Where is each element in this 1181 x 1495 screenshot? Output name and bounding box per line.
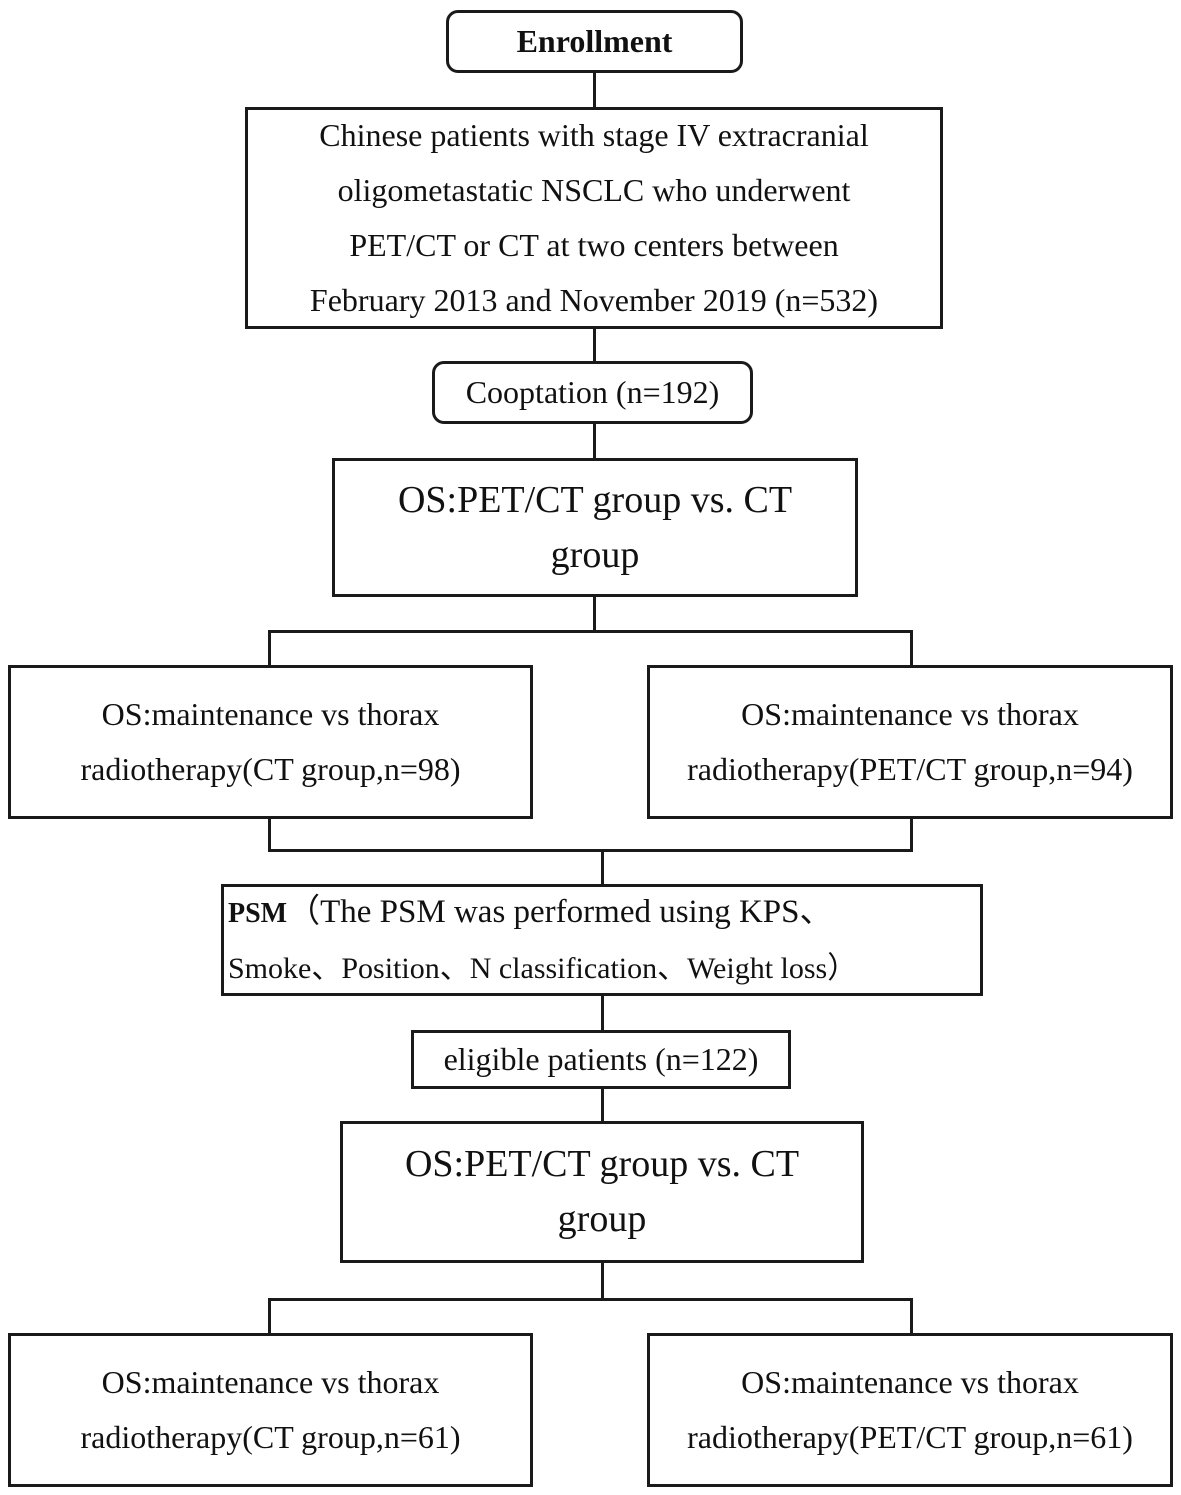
- eligible-box: eligible patients (n=122): [411, 1030, 791, 1089]
- petct-group-line: radiotherapy(PET/CT group,n=94): [687, 751, 1133, 787]
- population-line: February 2013 and November 2019 (n=532): [309, 282, 879, 318]
- connector: [268, 630, 271, 667]
- connector: [593, 423, 596, 459]
- comparison-line: OS:PET/CT group vs. CT: [397, 478, 793, 521]
- ct-group-box-1: OS:maintenance vs thorax radiotherapy(CT…: [8, 665, 533, 819]
- connector: [268, 849, 913, 852]
- psm-label: PSM: [228, 897, 288, 929]
- connector: [268, 1298, 271, 1335]
- connector: [601, 995, 604, 1031]
- ct-group-box-2: OS:maintenance vs thorax radiotherapy(CT…: [8, 1333, 533, 1487]
- psm-line-1: （The PSM was performed using KPS、: [287, 893, 833, 930]
- population-line: Chinese patients with stage IV extracran…: [319, 117, 869, 153]
- connector: [268, 1298, 913, 1301]
- connector: [593, 596, 596, 632]
- petct-group-line: OS:maintenance vs thorax: [741, 696, 1079, 732]
- connector: [601, 1262, 604, 1300]
- connector: [910, 630, 913, 667]
- comparison-box-2: OS:PET/CT group vs. CT group: [340, 1121, 864, 1263]
- cooptation-box: Cooptation (n=192): [432, 361, 753, 424]
- connector: [601, 1088, 604, 1122]
- population-line: PET/CT or CT at two centers between: [349, 227, 839, 263]
- comparison-line: OS:PET/CT group vs. CT: [404, 1143, 800, 1185]
- ct-group-line: radiotherapy(CT group,n=61): [80, 1419, 461, 1455]
- connector: [601, 849, 604, 886]
- petct-group-line: radiotherapy(PET/CT group,n=61): [687, 1419, 1133, 1455]
- ct-group-line: radiotherapy(CT group,n=98): [80, 751, 461, 787]
- connector: [593, 72, 596, 108]
- psm-line: PSM（The PSM was performed using KPS、: [228, 885, 833, 941]
- cooptation-label: Cooptation (n=192): [465, 374, 720, 410]
- connector: [268, 630, 913, 633]
- eligible-label: eligible patients (n=122): [443, 1041, 759, 1077]
- petct-group-box-1: OS:maintenance vs thorax radiotherapy(PE…: [647, 665, 1173, 819]
- petct-group-line: OS:maintenance vs thorax: [741, 1364, 1079, 1400]
- enrollment-label: Enrollment: [516, 23, 673, 59]
- population-box: Chinese patients with stage IV extracran…: [245, 107, 943, 329]
- comparison-line: group: [557, 1198, 647, 1240]
- ct-group-line: OS:maintenance vs thorax: [101, 696, 440, 732]
- connector: [910, 1298, 913, 1335]
- connector: [593, 328, 596, 362]
- enrollment-box: Enrollment: [446, 10, 743, 73]
- ct-group-line: OS:maintenance vs thorax: [101, 1364, 440, 1400]
- psm-box: PSM（The PSM was performed using KPS、 Smo…: [221, 884, 983, 996]
- population-line: oligometastatic NSCLC who underwent: [337, 172, 851, 208]
- psm-line-2: Smoke、Position、N classification、Weight l…: [228, 951, 858, 985]
- comparison-box-1: OS:PET/CT group vs. CT group: [332, 458, 858, 597]
- petct-group-box-2: OS:maintenance vs thorax radiotherapy(PE…: [647, 1333, 1173, 1487]
- connector: [268, 818, 271, 852]
- connector: [910, 818, 913, 852]
- comparison-line: group: [550, 533, 640, 576]
